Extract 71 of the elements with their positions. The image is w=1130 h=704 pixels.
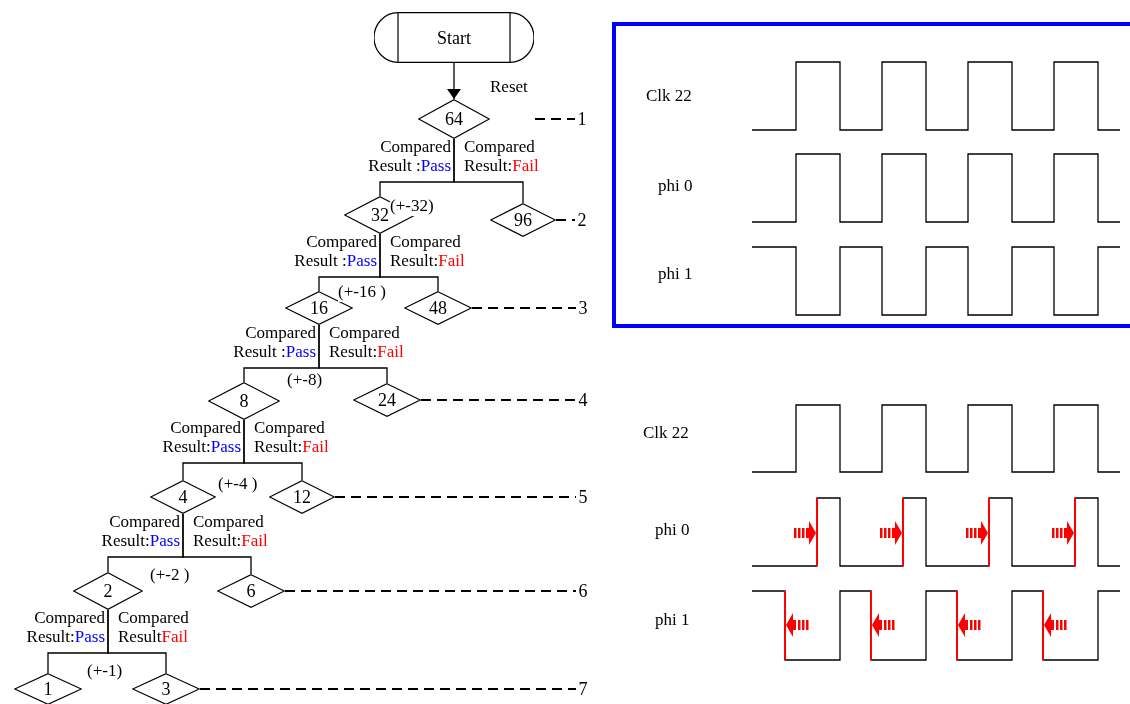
edge-label: Compared Result:Pass: [100, 512, 180, 550]
decision-diamond: [404, 291, 472, 325]
edge-label: Compared Result :Pass: [293, 232, 377, 270]
arrow: [447, 62, 461, 100]
waveform-panel: [612, 22, 1130, 328]
diamond-value: 16: [310, 298, 328, 318]
diamond-value: 48: [429, 298, 447, 318]
leader-line: [555, 219, 576, 221]
edge-label: Compared ResultFail: [118, 608, 190, 646]
edge-label: Compared Result:Fail: [390, 232, 466, 270]
edge-label: Compared Result :Pass: [232, 323, 316, 361]
step-size-label: (+-16 ): [338, 282, 386, 302]
branch-line: [243, 419, 303, 481]
decision-diamond: [217, 574, 285, 608]
decision-diamond: [14, 673, 82, 704]
edge-label: Compared Result :Pass: [367, 137, 451, 175]
diamond-value: 32: [371, 205, 389, 225]
signal-label: phi 0: [658, 176, 693, 196]
step-size-label: (+-32): [390, 196, 434, 216]
decision-diamond: [132, 673, 200, 704]
level-number: 5: [576, 487, 590, 507]
start-terminal: [374, 12, 534, 63]
step-size-label: (+-1): [87, 661, 123, 681]
decision-diamond: [490, 203, 556, 237]
diamond-value: 64: [445, 109, 463, 129]
decision-diamond: [418, 99, 490, 139]
branch-line: [318, 324, 388, 384]
diamond-value: 4: [178, 487, 188, 507]
level-number: 2: [575, 210, 589, 230]
leader-line: [334, 496, 577, 498]
edge-label: Compared Result:Fail: [464, 137, 540, 175]
signal-label: phi 1: [655, 610, 690, 630]
decision-diamond: [208, 382, 280, 420]
leader-line: [471, 307, 577, 309]
diamond-value: 3: [161, 679, 171, 699]
signal-label: Clk 22: [646, 86, 692, 106]
branch-line: [182, 513, 252, 575]
level-number: 3: [576, 298, 590, 318]
level-number: 7: [576, 679, 590, 699]
diamond-value: 12: [293, 487, 311, 507]
step-size-label: (+-4 ): [218, 474, 258, 494]
leader-line: [534, 118, 576, 120]
decision-diamond: [150, 480, 216, 514]
diamond-value: 8: [239, 391, 249, 411]
branch-line: [453, 138, 524, 204]
edge-label: Compared Result:Fail: [193, 512, 269, 550]
signal-label: phi 1: [658, 264, 693, 284]
branch-line: [379, 233, 439, 292]
edge-label: Compared Result:Pass: [25, 608, 105, 646]
leader-line: [284, 590, 577, 592]
edge-label: Compared Result:Fail: [254, 418, 330, 456]
level-number: 4: [576, 390, 590, 410]
branch-line: [107, 609, 167, 674]
start-label: Start: [437, 27, 471, 48]
diamond-value: 1: [43, 679, 53, 699]
decision-diamond: [269, 480, 335, 514]
level-number: 1: [575, 109, 589, 129]
step-size-label: (+-2 ): [150, 565, 190, 585]
diamond-value: 96: [514, 210, 532, 230]
signal-label: phi 0: [655, 520, 690, 540]
step-size-label: (+-8): [287, 370, 323, 390]
decision-diamond: [73, 572, 143, 610]
edge-label: Compared Result:Pass: [161, 418, 241, 456]
diamond-value: 2: [103, 581, 113, 601]
diamond-value: 6: [246, 581, 256, 601]
level-number: 6: [576, 581, 590, 601]
decision-diamond: [353, 383, 421, 417]
diamond-value: 24: [378, 390, 396, 410]
edge-label: Compared Result:Fail: [329, 323, 405, 361]
leader-line: [420, 399, 577, 401]
leader-line: [199, 688, 577, 690]
